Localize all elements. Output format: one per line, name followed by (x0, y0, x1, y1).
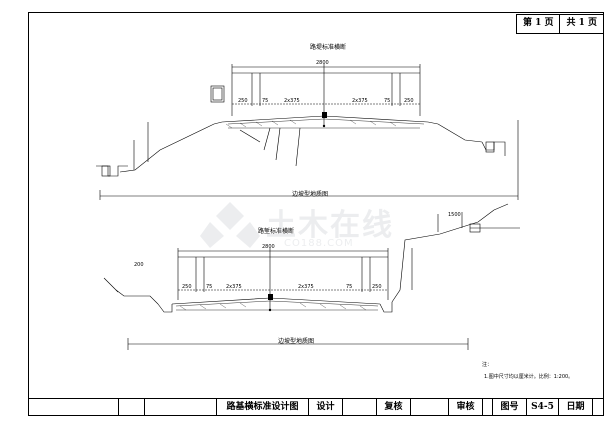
bottom-dim-2: 75 (206, 284, 213, 290)
top-bottom-caption: 边坡型地质图 (292, 191, 329, 198)
approve-label: 审核 (448, 399, 482, 416)
review-label: 复核 (376, 399, 410, 416)
design-value (342, 399, 376, 416)
review-value (410, 399, 448, 416)
page-total: 共 1 页 (559, 15, 603, 33)
drawing-title: 路基横标准设计图 (216, 399, 308, 416)
bottom-dim-3: 2x375 (226, 284, 242, 290)
top-left-ditch (96, 165, 128, 177)
bottom-left-ditch (157, 303, 173, 313)
top-right-ditch (481, 141, 506, 156)
bottom-left-cut (115, 289, 159, 305)
top-total-width: 2800 (316, 60, 329, 66)
note-text: 1.图中尺寸均以厘米计。比例：1:200。 (484, 374, 574, 380)
bottom-section-heading: 路堑标准横断 (258, 228, 295, 235)
bottom-road-surface (171, 297, 381, 305)
bottom-dim-4: 2x375 (298, 284, 314, 290)
watermark: 土木在线 CO188.COM (196, 198, 416, 258)
top-section-heading: 路堤标准横断 (310, 44, 347, 51)
watermark-url: CO188.COM (284, 238, 354, 249)
watermark-text: 土木在线 (266, 208, 394, 243)
design-label: 设计 (308, 399, 342, 416)
title-block-blank-2 (144, 399, 145, 416)
top-dim-5: 75 (384, 98, 391, 104)
bottom-right-ditch (379, 302, 393, 313)
top-right-slope (427, 121, 483, 143)
top-dim-6: 250 (404, 98, 414, 104)
bottom-bottom-caption: 边坡型地质图 (278, 338, 315, 345)
page-number: 第 1 页 (522, 18, 554, 28)
watermark-logo-icon (200, 202, 260, 248)
top-left-slope (119, 121, 223, 173)
date-value (592, 399, 604, 416)
title-block-blank-1 (118, 399, 119, 416)
bottom-dim-5: 75 (346, 284, 353, 290)
top-utility-box (210, 85, 225, 103)
date-label: 日期 (558, 399, 592, 416)
bottom-right-dim: 1500 (448, 212, 461, 218)
drawing-no: S4-5 (526, 399, 558, 416)
bottom-right-cut (391, 209, 495, 303)
drawing-frame (28, 12, 604, 416)
top-dim-4: 2x375 (352, 98, 368, 104)
top-dim-2: 75 (262, 98, 269, 104)
bottom-total-width: 2800 (262, 244, 275, 250)
title-block: 路基横标准设计图 设计 复核 审核 图号 S4-5 日期 (28, 398, 604, 416)
bottom-dim-1: 250 (182, 284, 192, 290)
bottom-left-dim: 200 (134, 262, 144, 268)
bottom-dim-6: 250 (372, 284, 382, 290)
note-title: 注： (482, 362, 493, 368)
page-info: 第 1 页 共 1 页 (515, 14, 604, 34)
approve-value (482, 399, 492, 416)
drawing-no-label: 图号 (492, 399, 526, 416)
top-dim-3: 2x375 (284, 98, 300, 104)
top-dim-1: 250 (238, 98, 248, 104)
